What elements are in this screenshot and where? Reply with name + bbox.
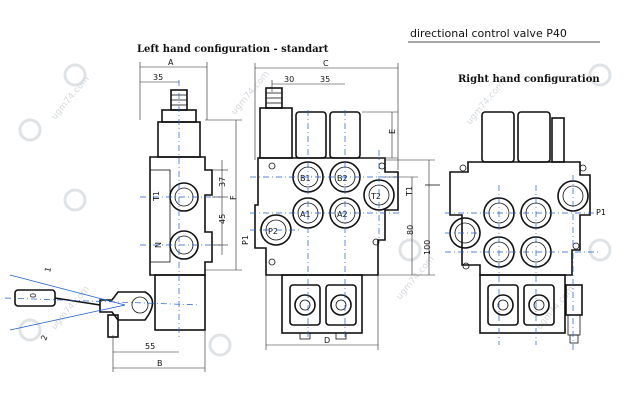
- port-label-t1-side: T1: [152, 191, 161, 202]
- port-label-t1-front: T1: [405, 186, 414, 197]
- svg-text:A1: A1: [300, 210, 311, 219]
- left-config-heading: Left hand configuration - standart: [137, 44, 329, 55]
- side-dimensions: A 35 37 45 F 55 B: [112, 58, 242, 372]
- dim-b: B: [157, 359, 163, 368]
- dim-35-side: 35: [153, 73, 163, 82]
- control-lever: [14, 289, 101, 307]
- svg-text:B2: B2: [337, 174, 348, 183]
- svg-text:P2: P2: [268, 227, 278, 236]
- dim-30: 30: [284, 75, 294, 84]
- right-config-heading: Right hand configuration: [458, 74, 600, 85]
- dim-80: 80: [406, 225, 415, 235]
- dim-45: 45: [218, 214, 227, 224]
- dim-c: C: [323, 59, 329, 68]
- lever-position-two: 2: [39, 334, 49, 342]
- svg-text:A2: A2: [337, 210, 348, 219]
- dim-100: 100: [423, 240, 432, 255]
- lever-position-zero: 0: [29, 293, 38, 298]
- dim-a: A: [168, 58, 174, 67]
- watermark-text: ugm74.com: [465, 79, 507, 127]
- front-dimensions: C 30 35 E 80 100 D: [254, 59, 435, 350]
- watermark-text: ugm74.com: [50, 74, 92, 122]
- diagram-title: directional control valve P40: [410, 27, 567, 40]
- dim-55: 55: [145, 342, 155, 351]
- dim-d: D: [324, 336, 330, 345]
- dim-e: E: [388, 129, 397, 134]
- watermark-text: ugm74.com: [50, 284, 92, 332]
- dim-35-front: 35: [320, 75, 330, 84]
- watermark-text: ugm74.com: [395, 254, 437, 302]
- svg-text:T2: T2: [370, 192, 381, 201]
- front-view: B1 B2 A1 A2 T2 P2: [241, 87, 414, 340]
- port-label-p1-front: P1: [241, 235, 250, 245]
- dim-37: 37: [218, 177, 227, 187]
- dim-f: F: [229, 195, 238, 200]
- svg-text:B1: B1: [300, 174, 311, 183]
- right-config-view: P1: [425, 111, 606, 350]
- side-view: T1 N 1 0 2: [4, 80, 220, 342]
- lever-position-one: 1: [43, 266, 53, 273]
- port-label-p1-right: P1: [596, 208, 606, 217]
